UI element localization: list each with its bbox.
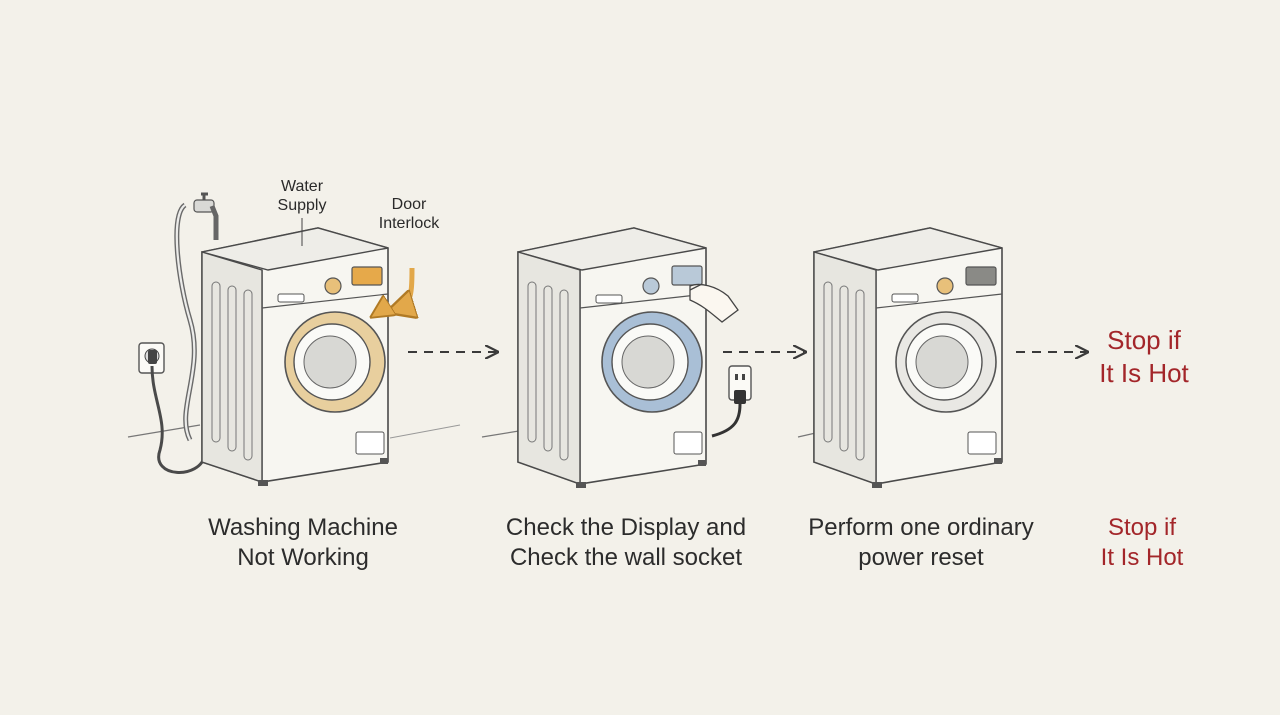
step1-washing-machine-illustration bbox=[127, 192, 461, 486]
step3-caption: Perform one ordinary power reset bbox=[808, 514, 1034, 571]
step1-caption: Washing Machine Not Working bbox=[208, 514, 398, 571]
wall-socket-icon bbox=[711, 365, 752, 438]
display-panel bbox=[351, 266, 383, 286]
stop-if-hot-sign: Stop if It Is Hot bbox=[1099, 325, 1189, 388]
hand-pressing-icon bbox=[689, 283, 739, 323]
step4-caption: Stop if It Is Hot bbox=[1100, 514, 1184, 571]
step2-caption: Check the Display and Check the wall soc… bbox=[505, 514, 747, 571]
wall-outlet-icon bbox=[138, 342, 165, 374]
water-faucet-icon bbox=[174, 192, 219, 442]
door-interlock-label: Door Interlock bbox=[378, 196, 440, 232]
step2-washing-machine-illustration bbox=[481, 227, 752, 488]
step3-washing-machine-illustration bbox=[797, 227, 1003, 488]
water-supply-label: Water Supply bbox=[277, 178, 327, 214]
